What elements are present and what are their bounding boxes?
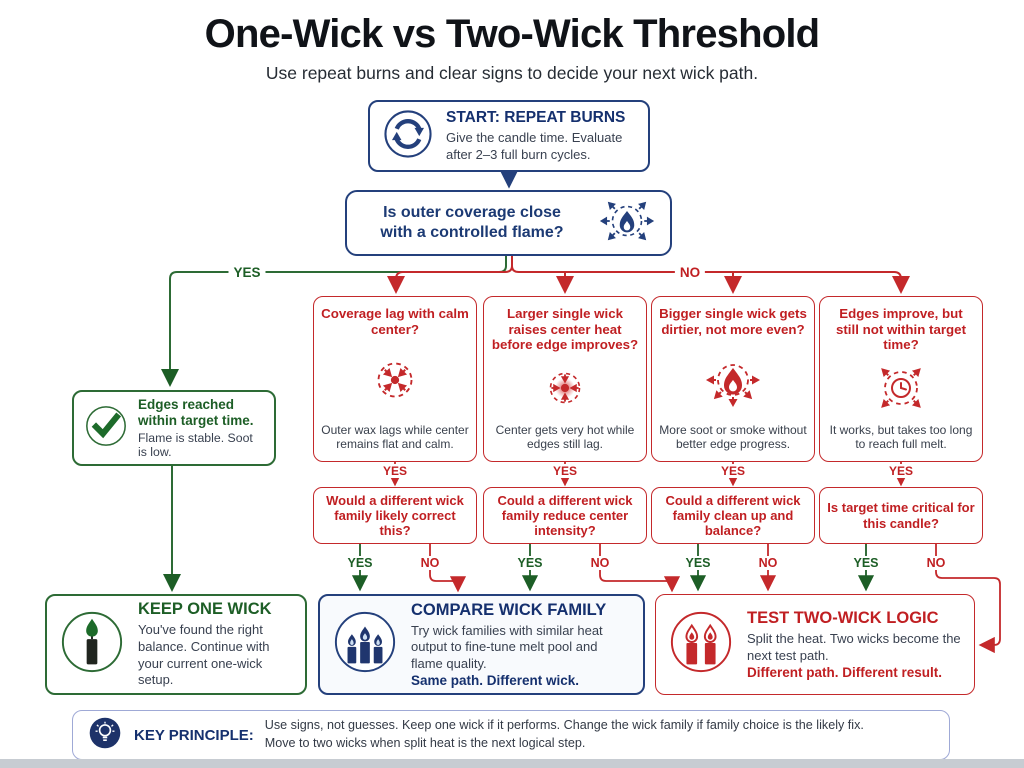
outcome-node-compare-wick-family: COMPARE WICK FAMILY Try wick families wi… [318, 594, 645, 695]
question-text: Would a different wick family likely cor… [326, 492, 464, 539]
question-text: Could a different wick family reduce cen… [497, 492, 633, 539]
branch-yes-label: YES [680, 556, 716, 570]
cycle-arrows-icon [382, 108, 434, 165]
edges-body: Flame is stable. Soot is low. [138, 431, 253, 460]
clock-radiate-icon [869, 353, 933, 423]
sooty-flame-icon [701, 337, 765, 423]
question-text: Is target time critical for this candle? [827, 500, 975, 531]
decision-node: Is outer coverage close with a controlle… [345, 190, 672, 256]
hot-center-icon [536, 353, 594, 423]
symptom-title: Edges improve, but still not within targ… [835, 306, 966, 353]
key-principle-line1: Use signs, not guesses. Keep one wick if… [264, 718, 864, 733]
branch-yes-label: YES [848, 556, 884, 570]
start-title: START: REPEAT BURNS [446, 109, 626, 127]
symptom-body: More soot or smoke without better edge p… [659, 422, 807, 452]
single-candle-icon [59, 609, 125, 680]
compare-emphasis: Same path. Different wick. [411, 673, 580, 689]
symptom-title: Larger single wick raises center heat be… [491, 306, 639, 353]
start-body: Give the candle time. Evaluate after 2–3… [446, 130, 623, 162]
test-title: TEST TWO-WICK LOGIC [747, 608, 939, 627]
branch-yes-label: YES [512, 556, 548, 570]
keep-text: KEEP ONE WICK You've found the right bal… [138, 600, 293, 689]
edges-text: Edges reached within target time. Flame … [138, 397, 265, 459]
key-principle-label: KEY PRINCIPLE: [134, 726, 254, 744]
branch-no-label: NO [585, 556, 615, 570]
checkmark-icon [83, 403, 129, 454]
branch-yes-label: YES [342, 556, 378, 570]
symptom-node-center-heat: Larger single wick raises center heat be… [483, 296, 647, 462]
radiating-flame-icon [598, 192, 656, 255]
start-node: START: REPEAT BURNS Give the candle time… [368, 100, 650, 172]
symptom-node-too-slow: Edges improve, but still not within targ… [819, 296, 983, 462]
symptom-node-dirtier: Bigger single wick gets dirtier, not mor… [651, 296, 815, 462]
question-node-family-cleanup: Could a different wick family clean up a… [651, 487, 815, 544]
three-candles-icon [332, 609, 398, 680]
symptom-yes-label: YES [547, 464, 583, 478]
page-subtitle: Use repeat burns and clear signs to deci… [265, 63, 759, 83]
symptom-yes-label: YES [883, 464, 919, 478]
page-title: One-Wick vs Two-Wick Threshold [204, 12, 820, 56]
branch-no-label: NO [753, 556, 783, 570]
symptom-body: It works, but takes too long to reach fu… [829, 422, 973, 452]
compare-title: COMPARE WICK FAMILY [411, 600, 607, 619]
question-node-family-correct: Would a different wick family likely cor… [313, 487, 477, 544]
compare-text: COMPARE WICK FAMILY Try wick families wi… [411, 601, 631, 689]
keep-body: You've found the right balance. Continue… [138, 622, 270, 688]
question-node-family-reduce: Could a different wick family reduce cen… [483, 487, 647, 544]
yes-outcome-node: Edges reached within target time. Flame … [72, 390, 276, 466]
symptom-yes-label: YES [377, 464, 413, 478]
symptom-node-coverage-lag: Coverage lag with calm center? Outer wax… [313, 296, 477, 462]
key-principle-line2: Move to two wicks when split heat is the… [264, 736, 586, 750]
inward-arrows-dot-icon [362, 337, 428, 423]
compare-body: Try wick families with similar heat outp… [411, 622, 603, 671]
keep-title: KEEP ONE WICK [138, 600, 272, 619]
two-candles-icon [668, 609, 734, 680]
symptom-title: Coverage lag with calm center? [321, 306, 469, 337]
outcome-node-keep-one-wick: KEEP ONE WICK You've found the right bal… [45, 594, 307, 695]
decision-yes-label: YES [228, 265, 266, 280]
test-emphasis: Different path. Different result. [747, 665, 943, 681]
question-text: Could a different wick family clean up a… [665, 492, 801, 539]
edges-title: Edges reached within target time. [138, 396, 254, 428]
symptom-yes-label: YES [715, 464, 751, 478]
decision-no-label: NO [674, 265, 706, 280]
bottom-edge-band [0, 759, 1024, 768]
symptom-body: Center gets very hot while edges still l… [495, 422, 635, 452]
start-text: START: REPEAT BURNS Give the candle time… [446, 109, 636, 163]
branch-no-label: NO [921, 556, 951, 570]
test-body: Split the heat. Two wicks become the nex… [747, 630, 961, 663]
test-text: TEST TWO-WICK LOGIC Split the heat. Two … [747, 609, 962, 680]
decision-question: Is outer coverage close with a controlle… [380, 204, 564, 241]
symptom-title: Bigger single wick gets dirtier, not mor… [659, 306, 807, 337]
outcome-node-test-two-wick: TEST TWO-WICK LOGIC Split the heat. Two … [655, 594, 975, 695]
branch-no-label: NO [415, 556, 445, 570]
question-node-target-time: Is target time critical for this candle? [819, 487, 983, 544]
lightbulb-icon [87, 715, 123, 756]
key-principle-bar: KEY PRINCIPLE: Use signs, not guesses. K… [72, 710, 950, 760]
key-principle-text: Use signs, not guesses. Keep one wick if… [265, 717, 864, 752]
symptom-body: Outer wax lags while center remains flat… [321, 422, 469, 452]
